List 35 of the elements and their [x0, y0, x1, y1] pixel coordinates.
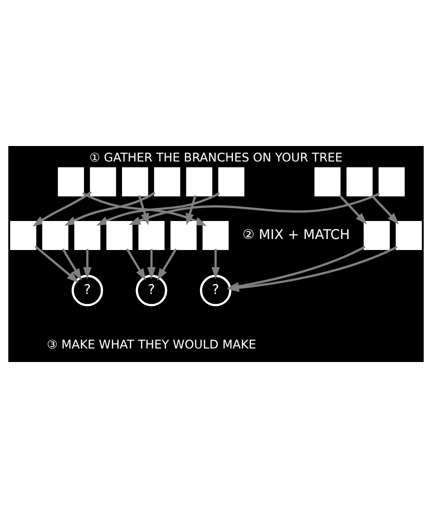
- node-circle: ?: [72, 274, 104, 306]
- arrow: [34, 244, 79, 282]
- node-box: [186, 166, 212, 196]
- node-box: [122, 166, 148, 196]
- diagram-title: ① GATHER THE BRANCHES ON YOUR TREE: [89, 150, 343, 164]
- arrow: [32, 190, 92, 226]
- node-circle: ?: [200, 274, 232, 306]
- caption: ③ MAKE WHAT THEY WOULD MAKE: [46, 336, 256, 351]
- arrow: [370, 194, 400, 224]
- node-box: [170, 220, 197, 250]
- node-box: [314, 166, 341, 196]
- arrow: [338, 194, 368, 224]
- node-box: [202, 220, 229, 250]
- node-box: [378, 166, 405, 196]
- arrow: [157, 248, 177, 280]
- node-box: [396, 220, 422, 250]
- arrow: [83, 248, 92, 279]
- arrow: [211, 248, 220, 279]
- node-box: [154, 166, 180, 196]
- node-box: [138, 220, 165, 250]
- node-box: [218, 166, 244, 196]
- label: ② MIX + MATCH: [242, 227, 350, 242]
- node-box: [74, 220, 100, 250]
- node-box: [106, 220, 132, 250]
- node-box: [364, 220, 390, 250]
- node-box: [10, 220, 36, 250]
- arrow: [147, 248, 156, 279]
- arrow: [126, 248, 146, 280]
- arrow: [62, 248, 82, 280]
- node-circle: ?: [136, 274, 168, 306]
- node-box: [58, 166, 84, 196]
- node-box: [42, 220, 68, 250]
- arrow: [186, 194, 196, 225]
- node-box: [346, 166, 373, 196]
- node-box: [90, 166, 116, 196]
